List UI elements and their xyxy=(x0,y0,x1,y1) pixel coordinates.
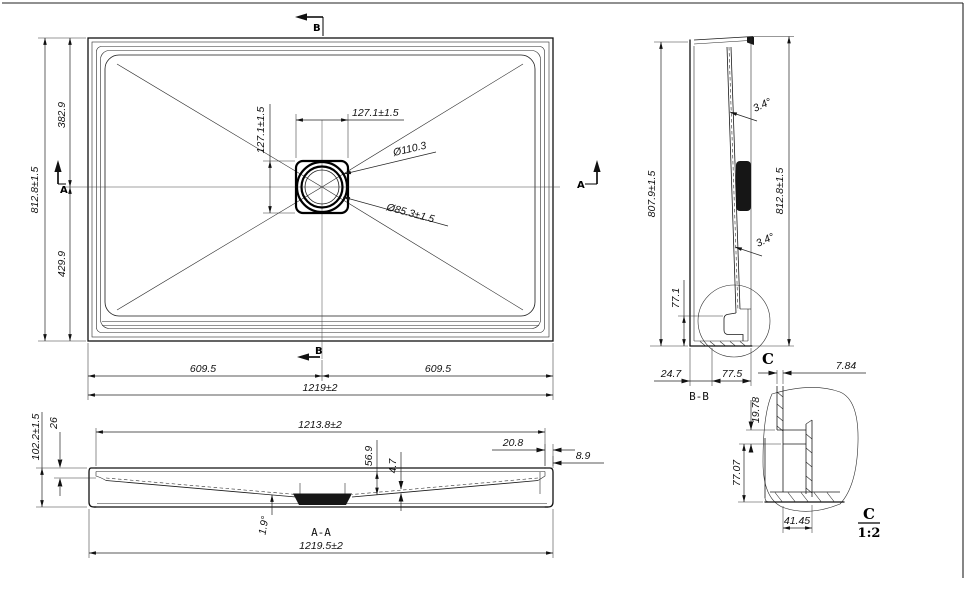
section-marker-b-bottom: B xyxy=(297,346,323,361)
dim-dc-step-upper: 19.78 xyxy=(750,397,762,423)
dim-plan-top-segment: 382.9 xyxy=(56,102,68,128)
dim-aa-top-width: 1213.8±2 xyxy=(298,419,342,431)
plan-left-dimensions: 812.8±1.5 382.9 429.9 xyxy=(29,37,86,342)
dim-plan-half-right: 609.5 xyxy=(425,363,451,375)
section-aa-view: 102.2±1.5 26 1213.8±2 1219.5±2 56.9 4.7 xyxy=(30,412,604,558)
dim-drain-width: 127.1±1.5 xyxy=(352,107,399,119)
drain-dimensions: 127.1±1.5 127.1±1.5 Ø110.3 Ø85.3±1.5 xyxy=(255,104,449,227)
drain xyxy=(294,159,350,215)
marker-b-label: B xyxy=(313,23,321,34)
dim-dc-foot-width: 41.45 xyxy=(784,515,810,527)
drain-section-aa xyxy=(293,493,352,505)
dim-bb-angle-lower: 3.4° xyxy=(754,231,776,250)
dim-plan-bottom-segment: 429.9 xyxy=(56,251,68,277)
dim-plan-height: 812.8±1.5 xyxy=(29,167,41,214)
dim-plan-half-left: 609.5 xyxy=(190,363,216,375)
detail-circle-c xyxy=(697,284,771,358)
dim-dc-wall: 7.84 xyxy=(836,360,857,372)
section-bb-geometry xyxy=(689,36,771,358)
dim-aa-slope-angle: 1.9° xyxy=(257,515,272,536)
detail-c-mark: C xyxy=(762,350,774,368)
dim-aa-floor-thickness: 4.7 xyxy=(387,458,399,474)
section-bb-dimensions: 807.9±1.5 812.8±1.5 3.4° 3.4° 77.1 24.7 … xyxy=(646,36,794,403)
dim-aa-bottom-width: 1219.5±2 xyxy=(299,540,343,552)
dim-aa-rim-height: 26 xyxy=(48,417,60,430)
detail-c-view: 7.84 19.78 77.07 41.45 C 1:2 xyxy=(731,360,880,541)
dim-aa-center-depth: 56.9 xyxy=(363,446,375,467)
detail-c-scale: 1:2 xyxy=(858,526,881,541)
detail-c-title: C 1:2 xyxy=(858,505,881,541)
dim-drain-inner-dia: Ø85.3±1.5 xyxy=(384,201,436,226)
dim-aa-total-height: 102.2±1.5 xyxy=(30,414,42,461)
dim-bb-foot-height: 77.1 xyxy=(670,288,682,308)
section-aa-dimensions: 102.2±1.5 26 1213.8±2 1219.5±2 56.9 4.7 xyxy=(30,412,604,558)
marker-a-label: A xyxy=(60,185,68,196)
detail-c-dimensions: 7.84 19.78 77.07 41.45 C 1:2 xyxy=(731,360,880,541)
section-marker-b-top: B xyxy=(295,13,324,36)
section-bb-view: 807.9±1.5 812.8±1.5 3.4° 3.4° 77.1 24.7 … xyxy=(646,36,794,403)
sheet-border xyxy=(2,2,964,578)
detail-c-geometry xyxy=(762,386,859,512)
detail-c-label: C xyxy=(863,505,875,523)
dim-bb-outer-height: 812.8±1.5 xyxy=(774,168,786,215)
dim-bb-foot-front: 77.5 xyxy=(722,368,743,380)
dim-aa-edge-lip: 8.9 xyxy=(576,450,591,462)
dim-bb-inner-height: 807.9±1.5 xyxy=(646,171,658,218)
marker-a-label: A xyxy=(577,180,585,191)
plan-view: A A B B 812.8±1.5 382.9 xyxy=(29,13,601,400)
plan-bottom-dimensions: 609.5 609.5 1219±2 xyxy=(87,343,554,400)
section-aa-label: A-A xyxy=(311,526,331,539)
dim-bb-angle-upper: 3.4° xyxy=(751,96,773,115)
drain-boss-section xyxy=(736,161,751,211)
dim-aa-edge-width: 20.8 xyxy=(502,437,524,449)
dim-drain-height: 127.1±1.5 xyxy=(255,107,267,154)
dim-plan-width: 1219±2 xyxy=(303,382,338,394)
dim-bb-foot-back: 24.7 xyxy=(660,368,683,380)
section-marker-a-left: A xyxy=(54,160,68,196)
section-marker-a-right: A xyxy=(577,160,601,191)
section-aa-geometry xyxy=(88,467,554,508)
section-bb-label: B-B xyxy=(689,390,709,403)
dim-drain-outer-dia: Ø110.3 xyxy=(391,140,428,160)
dim-dc-step-lower: 77.07 xyxy=(731,459,743,486)
marker-b-label: B xyxy=(315,346,323,357)
